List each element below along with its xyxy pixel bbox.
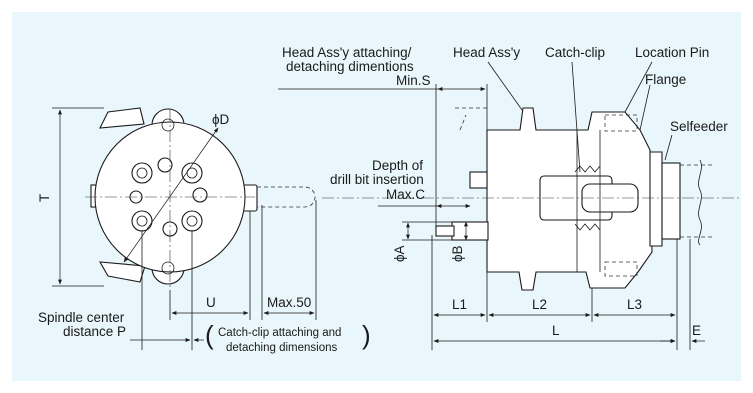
label-l1: L1 xyxy=(452,297,467,312)
label-catch-note-2: detaching dimensions xyxy=(226,342,337,354)
label-spindle-1: Spindle center xyxy=(38,310,125,325)
label-phi-b: ϕB xyxy=(450,245,465,262)
label-catch-note-1: Catch-clip attaching and xyxy=(218,327,341,339)
location-pin xyxy=(604,114,638,132)
label-u: U xyxy=(206,295,216,310)
label-depth-1: Depth of xyxy=(372,158,423,173)
front-view-clamp-bottom xyxy=(99,261,146,283)
label-selfeeder: Selfeeder xyxy=(670,119,728,134)
label-spindle-2: distance P xyxy=(63,324,126,339)
label-min-s: Min.S xyxy=(396,73,431,88)
front-view-clamp-top xyxy=(99,107,145,129)
drill-chuck-tip xyxy=(435,225,455,237)
selfeeder-break xyxy=(698,159,702,246)
label-max-c: Max.C xyxy=(386,187,425,202)
front-view xyxy=(52,107,317,350)
label-l3: L3 xyxy=(627,297,642,312)
front-view-phantom-shank xyxy=(257,186,316,208)
catch-note-paren-open: ( xyxy=(205,320,214,350)
min-s-phantom xyxy=(455,107,490,131)
label-phi-a: ϕA xyxy=(392,245,407,262)
label-catch-clip: Catch-clip xyxy=(545,45,605,60)
label-depth-2: drill bit insertion xyxy=(330,172,424,187)
label-head-attach-2: detaching dimentions xyxy=(286,59,414,74)
label-head-attach: Head Ass'y attaching/ xyxy=(282,45,412,60)
label-l: L xyxy=(552,323,560,338)
selfeeder-stub xyxy=(661,162,681,240)
location-pin-lower xyxy=(604,261,638,277)
drill-chuck xyxy=(451,221,489,241)
catch-note-paren-close: ) xyxy=(362,320,371,350)
catch-clip-spring xyxy=(574,165,601,231)
label-e: E xyxy=(692,323,701,338)
side-view xyxy=(278,61,742,350)
label-head-assy: Head Ass'y xyxy=(453,45,520,60)
label-phi-d: ϕD xyxy=(212,112,230,127)
label-location-pin: Location Pin xyxy=(635,45,709,60)
label-max-50: Max.50 xyxy=(267,295,311,310)
flange xyxy=(649,151,663,247)
label-t: T xyxy=(37,194,52,202)
selfeeder-phantom xyxy=(680,164,715,238)
label-l2: L2 xyxy=(532,297,547,312)
label-flange: Flange xyxy=(645,72,686,87)
drill-nose xyxy=(469,171,488,189)
